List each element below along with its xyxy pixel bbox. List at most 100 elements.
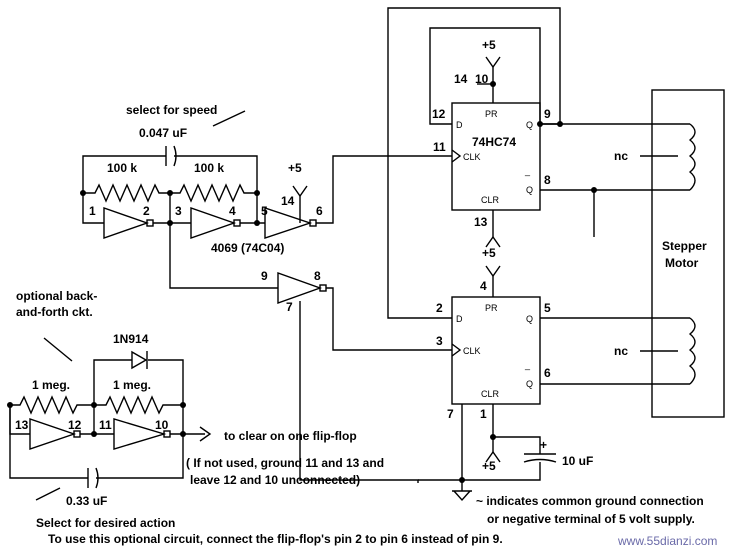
- ff-pin-3: 3: [436, 334, 443, 348]
- pin-3: 3: [175, 204, 182, 218]
- ff-pin-6: 6: [544, 366, 551, 380]
- wire-pin7-ground: [299, 301, 419, 483]
- pointer-optional: [43, 337, 73, 362]
- label-clear: to clear on one flip-flop: [224, 429, 357, 443]
- pin-5: 5: [261, 204, 268, 218]
- ff2-q: Q: [526, 314, 533, 324]
- label-plus5-ff1: +5: [482, 38, 496, 52]
- label-nc-top: nc: [614, 149, 628, 163]
- inverter-11-10: [113, 418, 171, 450]
- pin-1: 1: [89, 204, 96, 218]
- label-flipflop-chip: 74HC74: [472, 135, 516, 149]
- pin-13-opt: 13: [15, 418, 29, 432]
- pin-14-inverter: 14: [281, 194, 295, 208]
- label-plus5-inverter: +5: [288, 161, 302, 175]
- wire-pin8-clk2: [326, 287, 452, 351]
- pin-10-opt: 10: [155, 418, 169, 432]
- ff-pin-2: 2: [436, 301, 443, 315]
- ff1-qbar-bar: _: [524, 166, 531, 176]
- ff1-pr: PR: [485, 109, 498, 119]
- resistor-1meg-1: [10, 395, 94, 415]
- clear-arrow: [199, 426, 212, 442]
- label-optional-2: and-forth ckt.: [16, 305, 93, 319]
- label-optional-1: optional back-: [16, 289, 97, 303]
- ff1-q: Q: [526, 120, 533, 130]
- ff2-clk: CLK: [463, 346, 481, 356]
- pin-6: 6: [316, 204, 323, 218]
- ff2-pr: PR: [485, 303, 498, 313]
- pin-4: 4: [229, 204, 236, 218]
- label-select-speed: select for speed: [126, 103, 217, 117]
- ff-pin-10: 10: [475, 72, 489, 86]
- ff-pin-13: 13: [474, 215, 488, 229]
- label-r1: 100 k: [107, 161, 137, 175]
- label-select-action: Select for desired action: [36, 516, 175, 530]
- inverter-3-4: [190, 207, 241, 239]
- ff-pin-11: 11: [433, 140, 446, 154]
- label-rmeg1: 1 meg.: [32, 378, 70, 392]
- diode-wire: [93, 359, 184, 405]
- ff2-clr: CLR: [481, 389, 500, 399]
- motor-coil-bottom: [640, 317, 696, 385]
- ff-pin-5: 5: [544, 301, 551, 315]
- speed-capacitor: [165, 145, 177, 167]
- watermark: www.55dianzi.com: [617, 534, 717, 548]
- diode-1n914: [131, 350, 148, 370]
- pin-12-opt: 12: [68, 418, 82, 432]
- pin-9: 9: [261, 269, 268, 283]
- ff2-qbar-bar: _: [524, 360, 531, 370]
- ff-pin-9: 9: [544, 107, 551, 121]
- resistor-100k-2: [170, 183, 257, 203]
- motor-coil-top: [640, 123, 696, 191]
- flipflop-top: [451, 56, 541, 237]
- ff-pin-14: 14: [454, 72, 468, 86]
- speed-cap-wire: [82, 155, 258, 193]
- stepper-motor-box: [651, 89, 725, 418]
- optional-circuit: [7, 350, 212, 489]
- label-rmeg2: 1 meg.: [113, 378, 151, 392]
- ff-pin-1: 1: [480, 407, 487, 421]
- pin-7-inverter: 7: [286, 300, 293, 314]
- inverter-5-6: [264, 185, 317, 239]
- oscillator-section: [80, 145, 452, 483]
- pin-2: 2: [143, 204, 150, 218]
- label-diode: 1N914: [113, 332, 149, 346]
- resistor-1meg-2: [94, 395, 184, 434]
- ff1-d: D: [456, 120, 463, 130]
- resistor-100k-1: [83, 183, 170, 203]
- ff-pin-8: 8: [544, 173, 551, 187]
- label-unused-1: ( If not used, ground 11 and 13 and: [186, 456, 384, 470]
- label-motor-2: Motor: [665, 256, 699, 270]
- label-cap-desired: 0.33 uF: [66, 494, 107, 508]
- ground-symbol: [452, 480, 472, 502]
- label-r2: 100 k: [194, 161, 224, 175]
- cap-desired-wire: [9, 405, 184, 479]
- wire-pin13: [9, 405, 30, 435]
- label-nc-bottom: nc: [614, 344, 628, 358]
- label-footer: To use this optional circuit, connect th…: [48, 532, 503, 546]
- ff2-qbar: Q: [526, 379, 533, 389]
- pointer-cap: [35, 487, 61, 501]
- label-inverter-chip: 4069 (74C04): [211, 241, 284, 255]
- label-ground-1: ~ indicates common ground connection: [476, 494, 704, 508]
- inverter-13-12: [29, 418, 81, 450]
- cap-10uf: [418, 436, 557, 481]
- pointer-speed: [212, 110, 246, 127]
- ff1-clk: CLK: [463, 152, 481, 162]
- label-motor-1: Stepper: [662, 239, 707, 253]
- ff2-d: D: [456, 314, 463, 324]
- label-ground-2: or negative terminal of 5 volt supply.: [487, 512, 695, 526]
- pin-11-opt: 11: [99, 418, 112, 432]
- wire-node3-pin9: [169, 223, 278, 289]
- wire-pin1: [82, 193, 104, 224]
- wire-q-to-d2: [387, 7, 561, 319]
- label-unused-2: leave 12 and 10 unconnected): [190, 473, 360, 487]
- wire-pin6-clk: [316, 155, 452, 224]
- label-plus5-ff3: +5: [482, 459, 496, 473]
- label-cap-speed: 0.047 uF: [139, 126, 187, 140]
- label-cap-10uf: 10 uF: [562, 454, 593, 468]
- ff-pin-7: 7: [447, 407, 454, 421]
- wire-d-top: [429, 27, 541, 125]
